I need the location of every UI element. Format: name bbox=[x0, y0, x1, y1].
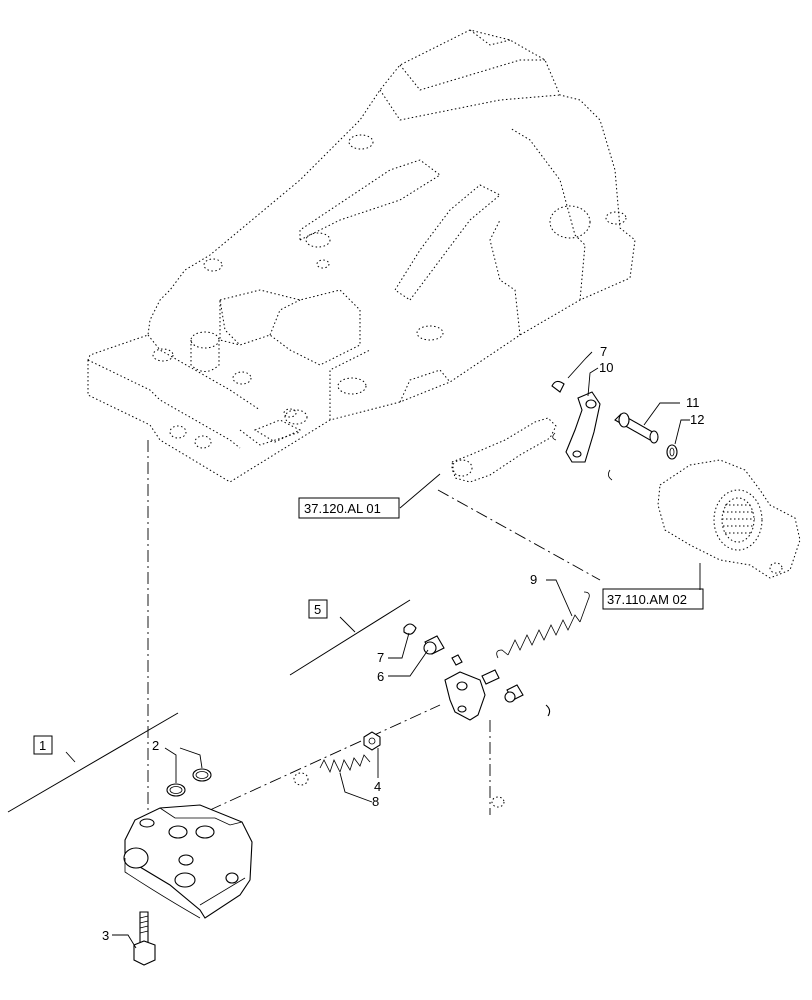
callout-box-5 bbox=[308, 599, 328, 619]
bushing-6 bbox=[423, 635, 463, 666]
clip-7-upper bbox=[551, 380, 613, 481]
arm-10 bbox=[565, 391, 601, 463]
callout-10: 10 bbox=[599, 360, 613, 375]
callout-labels: 1 2 3 4 5 6 7 8 9 7 10 11 12 bbox=[33, 344, 704, 943]
callout-3: 3 bbox=[102, 928, 109, 943]
callout-12: 12 bbox=[690, 412, 704, 427]
group-brackets bbox=[7, 599, 411, 813]
washer-12 bbox=[666, 444, 678, 460]
spring-8 bbox=[293, 754, 505, 808]
callout-7-lower: 7 bbox=[377, 650, 384, 665]
callout-6: 6 bbox=[377, 669, 384, 684]
ref-box-37-110-am[interactable] bbox=[602, 588, 704, 610]
callout-box-1 bbox=[33, 735, 53, 755]
reference-boxes[interactable]: 37.120.AL 01 37.110.AM 02 bbox=[298, 497, 704, 610]
callout-11: 11 bbox=[686, 395, 700, 410]
centre-lines bbox=[147, 440, 601, 825]
callout-4: 4 bbox=[374, 779, 381, 794]
roller-right bbox=[504, 684, 551, 717]
callout-7-upper: 7 bbox=[600, 344, 607, 359]
callout-8: 8 bbox=[372, 794, 379, 809]
callout-9: 9 bbox=[530, 572, 537, 587]
bolt bbox=[133, 911, 156, 966]
nut bbox=[363, 731, 381, 751]
spring-9 bbox=[496, 591, 590, 659]
lift-cover-housing bbox=[87, 29, 636, 483]
control-valve-body bbox=[123, 804, 253, 919]
link-lever bbox=[451, 417, 557, 483]
leader-lines bbox=[65, 351, 701, 949]
o-rings bbox=[166, 768, 212, 797]
lever-bracket bbox=[444, 669, 500, 721]
pin-11 bbox=[614, 412, 659, 444]
ref-box-37-120-al[interactable] bbox=[298, 497, 400, 519]
callout-2: 2 bbox=[152, 738, 159, 753]
lift-cylinder bbox=[657, 459, 801, 579]
ref-37-120-al[interactable]: 37.120.AL 01 bbox=[304, 501, 381, 516]
ref-37-110-am[interactable]: 37.110.AM 02 bbox=[607, 592, 687, 607]
clip-7-lower bbox=[403, 623, 417, 635]
callout-5: 5 bbox=[314, 602, 321, 617]
callout-1: 1 bbox=[39, 738, 46, 753]
